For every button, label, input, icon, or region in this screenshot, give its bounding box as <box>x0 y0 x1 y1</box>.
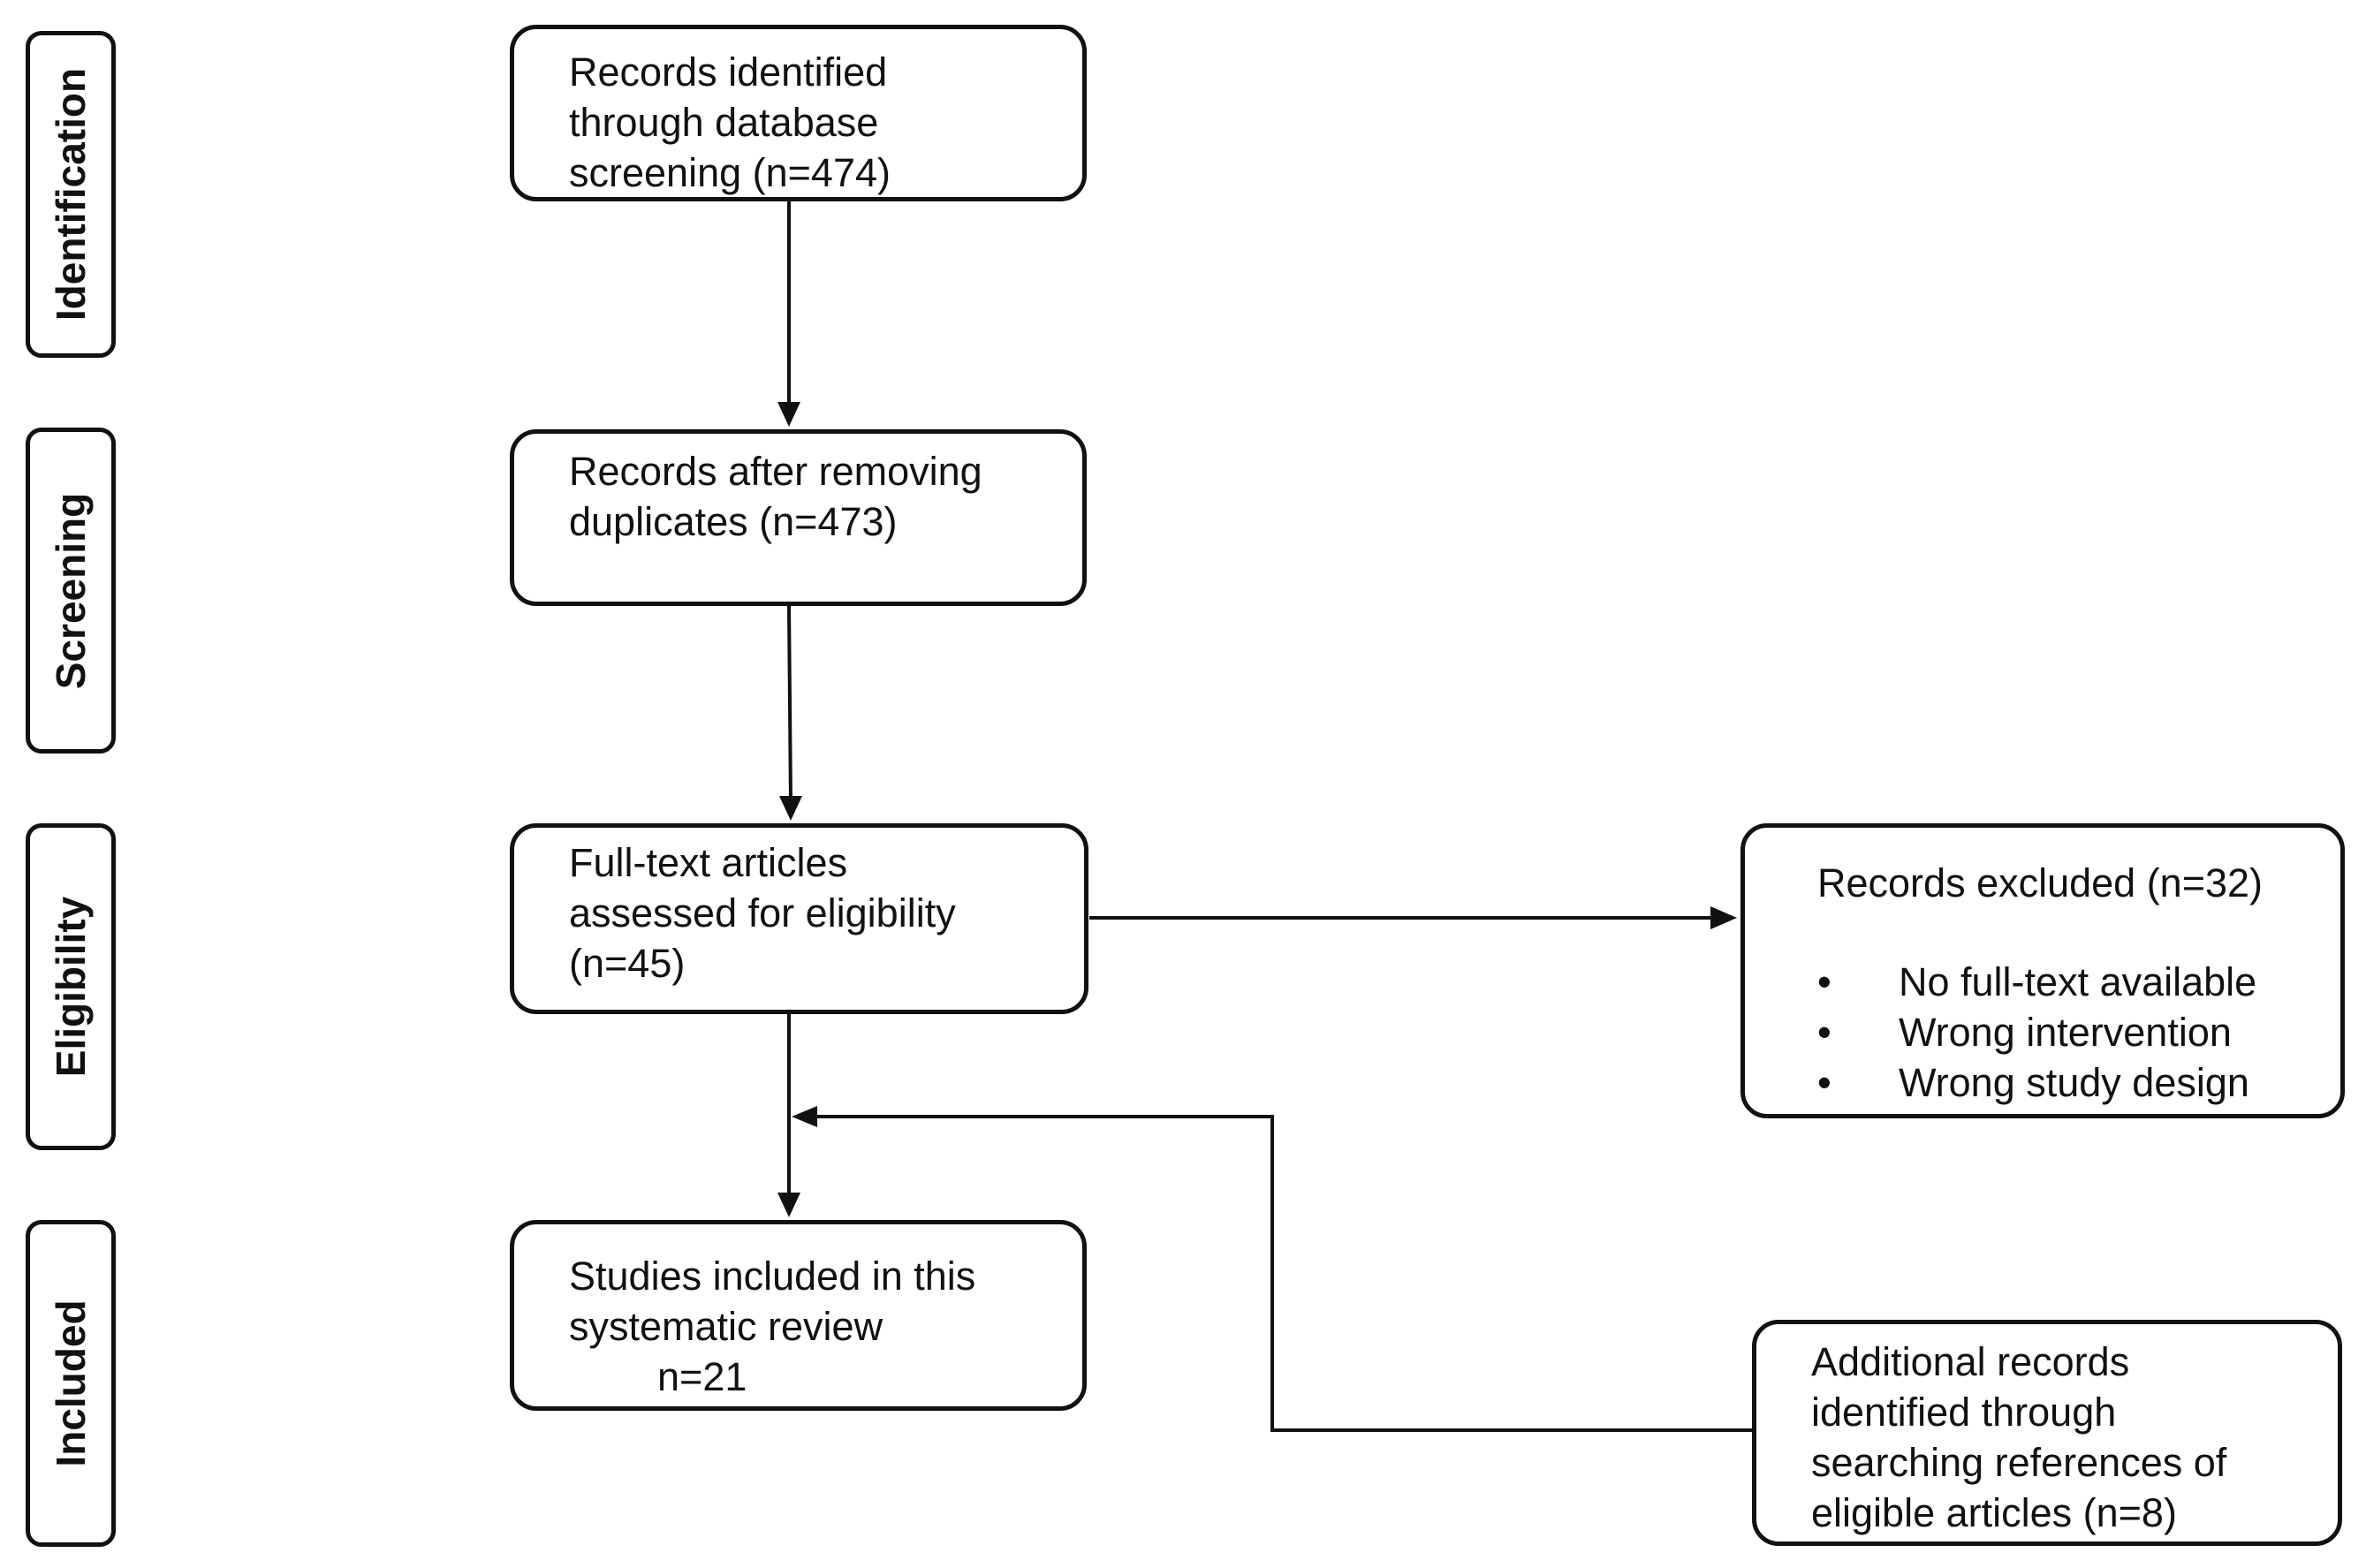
phase-eligibility: Eligibility <box>26 823 116 1150</box>
excluded-reasons-list: No full-text available Wrong interventio… <box>1817 957 2256 1108</box>
phase-eligibility-label: Eligibility <box>48 896 94 1078</box>
box-after-duplicates-text: Records after removing duplicates (n=473… <box>569 449 982 544</box>
arrow-additional-to-flow <box>817 1115 1754 1432</box>
box-records-identified: Records identified through database scre… <box>510 25 1087 201</box>
box-additional-records: Additional records identified through se… <box>1752 1320 2342 1546</box>
phase-identification: Identification <box>26 31 116 358</box>
box-additional-records-text: Additional records identified through se… <box>1811 1339 2227 1535</box>
phase-screening: Screening <box>26 428 116 754</box>
excluded-reason: Wrong intervention <box>1817 1007 2256 1057</box>
arrowhead-included <box>777 1193 800 1217</box>
box-full-text-assessed: Full-text articles assessed for eligibil… <box>510 823 1088 1014</box>
arrow-screening-to-eligibility <box>787 605 792 803</box>
phase-included-label: Included <box>48 1299 94 1467</box>
box-studies-included-text: Studies included in this systematic revi… <box>569 1254 976 1399</box>
arrowhead-excluded <box>1710 906 1737 929</box>
box-records-excluded-title: Records excluded (n=32) <box>1817 860 2264 905</box>
box-records-excluded: Records excluded (n=32) No full-text ava… <box>1740 823 2345 1118</box>
phase-identification-label: Identification <box>48 67 94 322</box>
phase-included: Included <box>26 1220 116 1547</box>
box-after-duplicates: Records after removing duplicates (n=473… <box>510 429 1087 606</box>
arrowhead-screening <box>777 402 800 427</box>
excluded-reason: Wrong study design <box>1817 1057 2256 1108</box>
arrowhead-eligibility <box>779 796 802 821</box>
box-full-text-assessed-text: Full-text articles assessed for eligibil… <box>569 840 956 986</box>
box-studies-included: Studies included in this systematic revi… <box>510 1220 1087 1411</box>
arrowhead-additional <box>792 1106 817 1127</box>
excluded-reason: No full-text available <box>1817 957 2256 1007</box>
phase-screening-label: Screening <box>48 492 94 689</box>
box-records-identified-text: Records identified through database scre… <box>569 49 891 195</box>
